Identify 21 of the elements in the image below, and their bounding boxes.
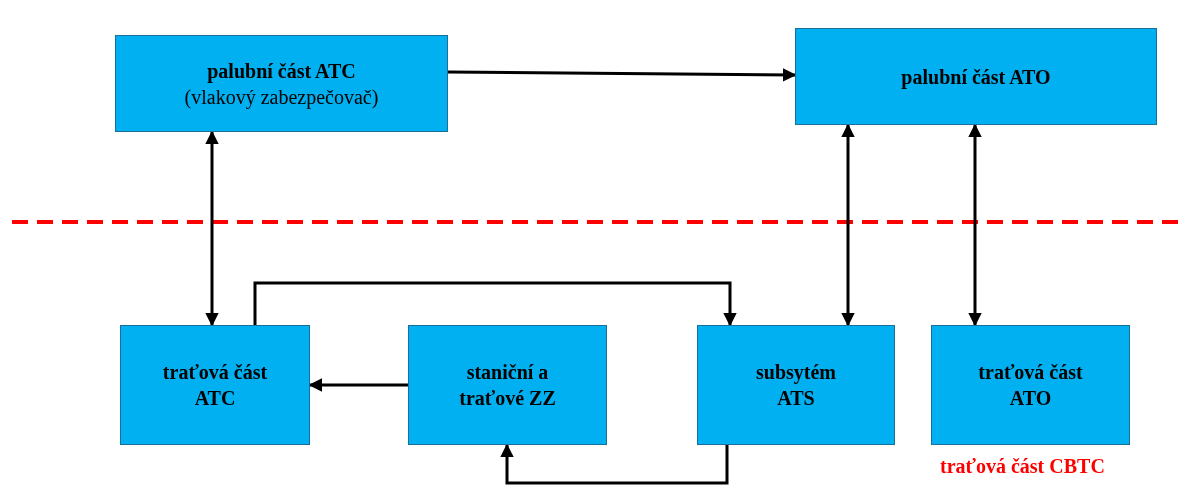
box-title: traťová část ATO	[977, 360, 1084, 411]
box-title: palubní část ATC	[207, 58, 356, 84]
process-box	[115, 35, 448, 132]
box-title: subsytém ATS	[755, 360, 837, 411]
arrow	[308, 378, 408, 392]
arrow	[253, 281, 737, 327]
arrow	[205, 130, 219, 327]
arrow	[500, 443, 729, 485]
process-box	[931, 325, 1130, 445]
process-box	[120, 325, 310, 445]
process-box	[795, 28, 1157, 125]
box-title: palubní část ATO	[901, 64, 1051, 90]
box-subtitle: (vlakový zabezpečovač)	[184, 84, 379, 110]
arrow	[968, 123, 982, 327]
zone-label: traťová část CBTC	[940, 455, 1105, 478]
process-box	[697, 325, 895, 445]
arrow	[448, 68, 797, 82]
arrow	[841, 123, 855, 327]
box-title: staniční a traťové ZZ	[458, 360, 557, 411]
process-box	[408, 325, 607, 445]
box-title: traťová část ATC	[161, 360, 269, 411]
